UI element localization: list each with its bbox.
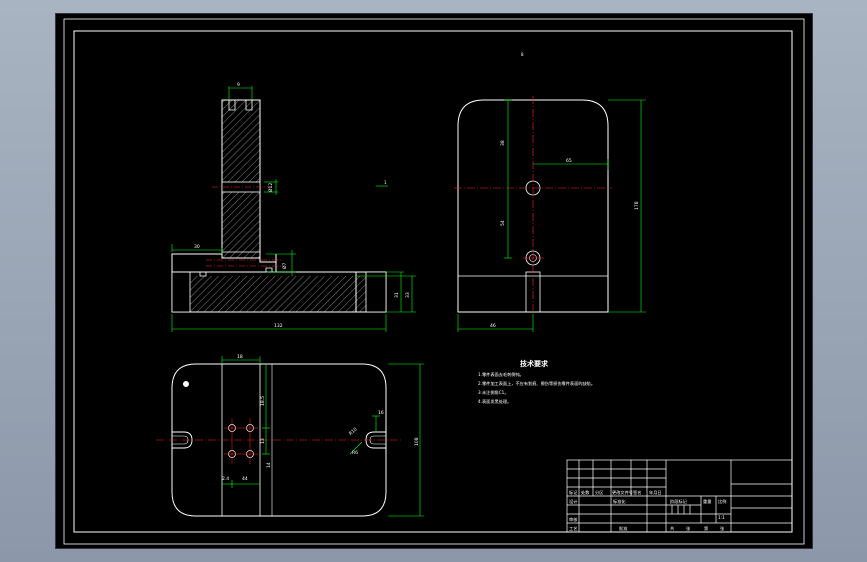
title-block-text: 标记 处数 分区 更改文件号 签名 年月日 设计 标准化 阶段标记 重量 比例 … <box>569 489 726 532</box>
top-dim-top: 18 <box>237 354 243 360</box>
tb-count: 处数 <box>581 489 590 496</box>
tb-mark: 标记 <box>569 489 578 496</box>
notes-title: 技术要求 <box>520 359 549 368</box>
note-line-1: 1.零件表面去毛刺倒钝。 <box>478 371 524 378</box>
top-dim-overall-height: 108 <box>414 437 420 446</box>
tb-sheet-no: 第 <box>704 525 708 532</box>
inner-frame <box>73 30 793 533</box>
front-slot-left <box>228 100 236 111</box>
front-dim-left-wing: 30 <box>194 244 200 250</box>
front-dim-width: 132 <box>274 323 283 329</box>
tb-process: 工艺 <box>569 526 577 531</box>
side-dim-upper-left: 38 <box>500 140 506 146</box>
front-post-outline <box>221 99 261 258</box>
top-mark: 8 <box>521 52 524 57</box>
top-dim-v1: 18.5 <box>260 396 266 406</box>
front-right-step <box>260 267 273 273</box>
top-dim-v2: 13 <box>260 438 266 444</box>
top-dim-bottom-left: 2.4 <box>222 476 229 482</box>
title-block <box>566 459 793 533</box>
note-line-2: 2.零件加工表面上，不应有划痕、擦伤等损伤零件表面的缺陷。 <box>478 380 595 387</box>
tb-scale: 比例 <box>718 498 726 505</box>
front-dim-height-outer: 33 <box>405 292 411 298</box>
technical-notes: 技术要求 1.零件表面去毛刺倒钝。 2.零件加工表面上，不应有划痕、擦伤等损伤零… <box>478 359 595 405</box>
top-dim-left-label: R6 <box>352 450 358 456</box>
outer-frame <box>63 18 805 545</box>
side-view: 38 65 54 178 46 <box>454 96 646 332</box>
front-base-hatch <box>190 276 366 312</box>
tb-sheets-total: 共 <box>670 525 674 532</box>
front-slot-right <box>245 100 253 111</box>
tb-designer: 设计 <box>569 498 577 505</box>
tb-change-doc: 更改文件号 <box>612 489 633 496</box>
tb-sheets: 张 <box>686 525 691 532</box>
top-dim-right-small: 16 <box>378 410 384 416</box>
front-left-pocket <box>171 271 191 313</box>
tb-standard: 标准化 <box>613 498 626 505</box>
tb-reviewer: 审核 <box>569 516 578 523</box>
front-dim-height-inner: 31 <box>394 292 400 298</box>
tb-stage-mark: 阶段标记 <box>670 498 688 505</box>
side-dim-right-horizontal: 65 <box>566 158 572 164</box>
top-outline <box>171 363 387 517</box>
note-line-3: 3.未注倒角C1。 <box>478 389 509 396</box>
drawing-viewport[interactable]: 8 1 <box>56 14 812 548</box>
top-dim-v3: 14 <box>266 462 272 468</box>
side-outline <box>457 99 609 313</box>
front-post-hatch <box>222 100 260 258</box>
tb-zone: 分区 <box>595 489 603 496</box>
front-left-step <box>172 271 222 277</box>
tb-scale-value: 1:1 <box>718 515 725 520</box>
front-dim-step: Ø7 <box>281 262 288 269</box>
side-mark: 1 <box>384 180 387 185</box>
front-right-pocket <box>365 271 387 313</box>
top-dim-bottom-mid: 44 <box>242 476 248 482</box>
front-dim-hole-side: Ø12 <box>267 183 274 192</box>
top-dim-right-radius: R10 <box>348 426 359 436</box>
tb-sheet: 张 <box>720 525 725 532</box>
top-view: 18 18.5 13 14 2.4 44 16 R10 R6 108 <box>156 354 424 517</box>
tb-signature: 签名 <box>633 489 641 496</box>
front-view: 9 Ø12 Ø7 30 31 33 132 <box>171 82 416 332</box>
note-line-4: 4.表面发黑处理。 <box>478 398 511 405</box>
tb-date: 年月日 <box>649 489 662 496</box>
side-dim-bottom-width: 46 <box>490 323 496 329</box>
tb-weight: 重量 <box>703 498 711 505</box>
top-left-marker <box>183 381 189 387</box>
side-dim-total-height: 178 <box>634 201 640 210</box>
side-dim-middle-left: 54 <box>500 220 506 226</box>
tb-approve: 批准 <box>619 525 627 532</box>
drawing-canvas[interactable]: 8 1 <box>56 14 812 548</box>
front-dim-top-slot: 9 <box>237 82 240 88</box>
